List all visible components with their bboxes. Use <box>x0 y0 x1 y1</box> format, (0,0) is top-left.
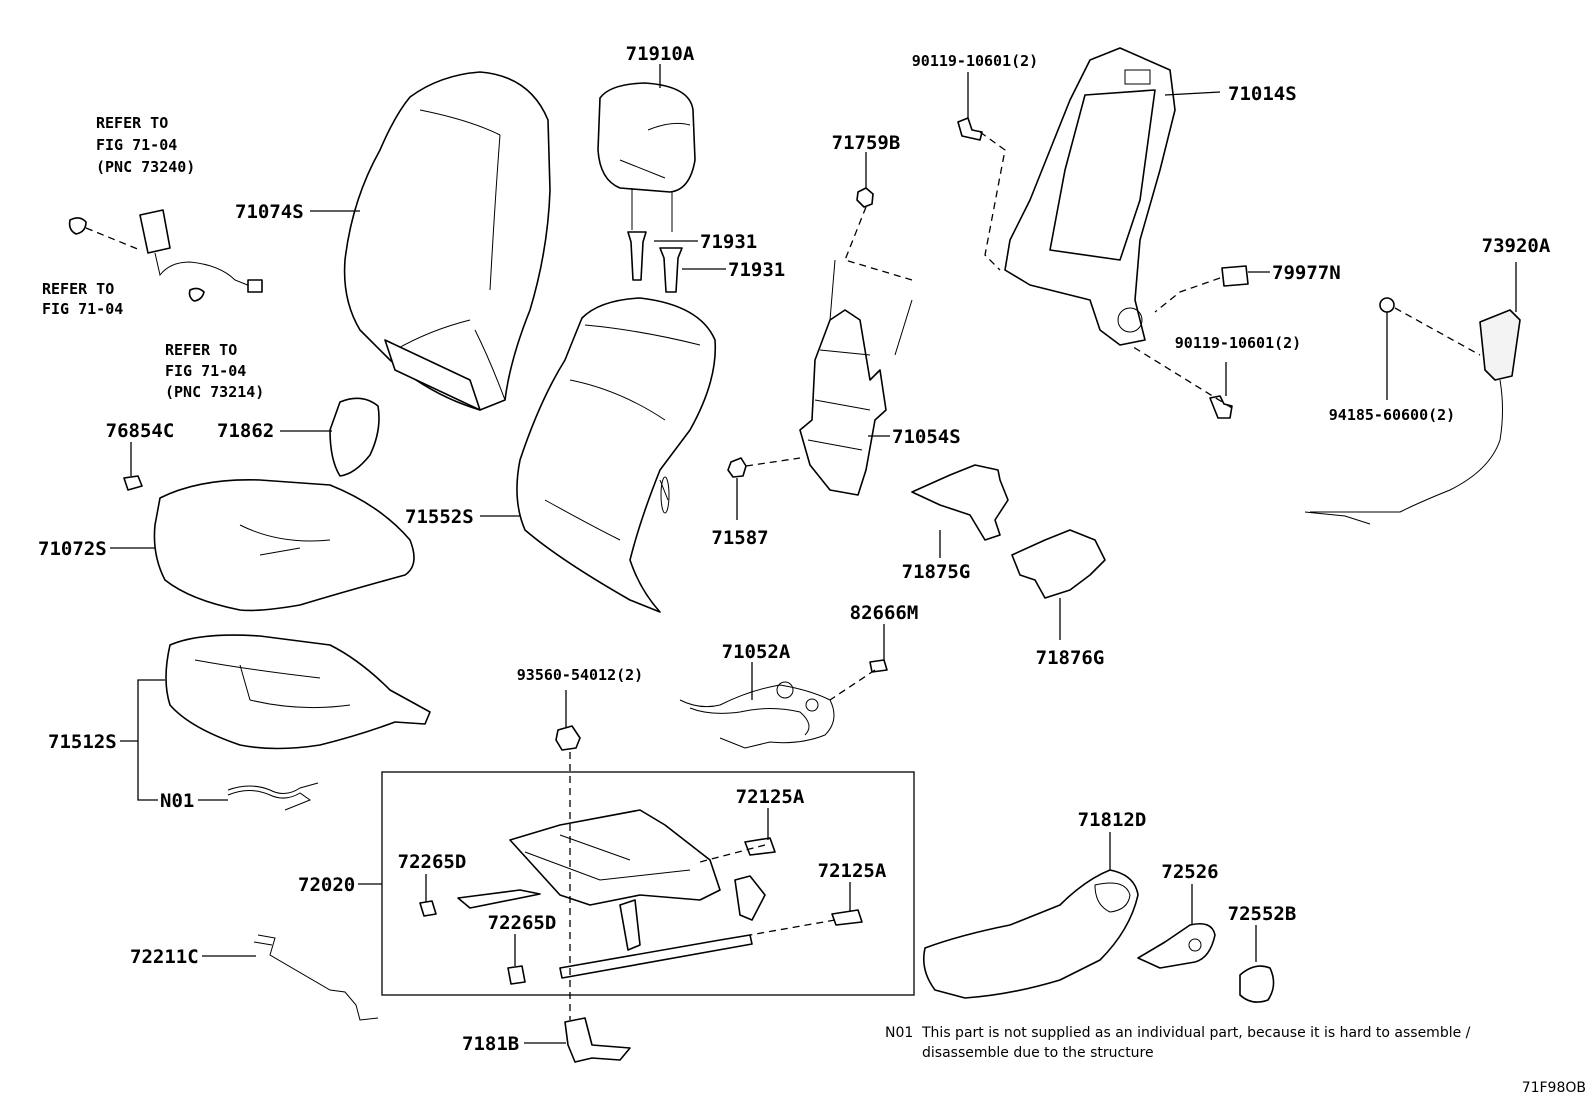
label-90119-mid: 90119-10601(2) <box>1175 334 1301 352</box>
shield-71875g <box>911 464 1009 541</box>
clip-82666m <box>869 659 888 673</box>
label-72552b: 72552B <box>1228 903 1297 925</box>
part-labels: 71910A 90119-10601(2) 71014S 71074S 7175… <box>38 43 1551 1055</box>
label-93560: 93560-54012(2) <box>517 666 643 684</box>
label-71759b: 71759B <box>832 132 901 154</box>
label-71552s: 71552S <box>405 506 474 528</box>
label-90119-top: 90119-10601(2) <box>912 52 1038 70</box>
ref-bottom-line2: FIG 71-04 <box>165 362 246 380</box>
ref-bottom-line1: REFER TO <box>165 341 237 359</box>
label-71512s: 71512S <box>48 731 117 753</box>
clip-72265d-a <box>419 900 437 917</box>
label-71875g: 71875G <box>902 561 971 583</box>
nut-94185 <box>1379 297 1395 313</box>
clip-76854c <box>123 475 143 491</box>
cap-72552b <box>1239 965 1275 1003</box>
label-71862: 71862 <box>217 420 274 442</box>
label-71054s: 71054S <box>892 426 961 448</box>
label-72125a-a: 72125A <box>736 786 805 808</box>
label-72526: 72526 <box>1161 861 1218 883</box>
figure-code: 71F98OB <box>1522 1080 1586 1096</box>
cushion-pad-71512s <box>165 634 431 750</box>
footnote-code: N01 <box>885 1025 913 1041</box>
ref-top-line2: FIG 71-04 <box>96 136 177 154</box>
dashed-assembly-lines <box>85 131 1481 1020</box>
wire-n01 <box>227 782 319 811</box>
label-71931-b: 71931 <box>728 259 785 281</box>
headrest-guide-71931-a <box>627 231 647 281</box>
ref-left-line2: FIG 71-04 <box>42 300 123 318</box>
footnote: N01 This part is not supplied as an indi… <box>885 1025 1471 1061</box>
label-73920a: 73920A <box>1482 235 1551 257</box>
cushion-cover-71072s <box>153 479 415 612</box>
label-71910a: 71910A <box>626 43 695 65</box>
ref-top-line3: (PNC 73240) <box>96 158 195 176</box>
label-72265d-b: 72265D <box>488 912 557 934</box>
ref-left-line1: REFER TO <box>42 280 114 298</box>
label-94185: 94185-60600(2) <box>1329 406 1455 424</box>
label-82666m: 82666M <box>850 602 919 624</box>
headrest-71910a <box>597 82 696 232</box>
label-n01: N01 <box>160 790 194 812</box>
screw-93560 <box>555 725 581 751</box>
bolt-90119-top <box>957 117 983 141</box>
clip-71759b <box>856 187 874 208</box>
seatbelt-buckle-ref <box>68 209 263 302</box>
side-shield-71812d <box>922 869 1139 999</box>
shield-71876g <box>1011 529 1106 599</box>
wire-rod-72211c <box>253 934 379 1021</box>
refer-to-notes: REFER TO FIG 71-04 (PNC 73240) REFER TO … <box>42 114 264 401</box>
label-72125a-b: 72125A <box>818 860 887 882</box>
clip-71587 <box>727 457 747 478</box>
wire-harness-71052a <box>679 681 835 749</box>
label-71587: 71587 <box>711 527 768 549</box>
label-72020: 72020 <box>298 874 355 896</box>
cover-71862 <box>329 397 380 477</box>
label-71812d: 71812D <box>1078 809 1147 831</box>
ref-bottom-line3: (PNC 73214) <box>165 383 264 401</box>
lumbar-frame-71054s <box>799 259 913 496</box>
ref-top-line1: REFER TO <box>96 114 168 132</box>
label-7181b: 7181B <box>462 1033 519 1055</box>
leader-lines <box>110 64 1517 1044</box>
bracket-7181b <box>564 1017 631 1063</box>
label-71072s: 71072S <box>38 538 107 560</box>
footnote-line2: disassemble due to the structure <box>922 1045 1154 1061</box>
bolt-90119-mid <box>1209 395 1233 419</box>
footnote-line1: This part is not supplied as an individu… <box>921 1025 1471 1041</box>
seatback-frame-71014s <box>1004 47 1176 346</box>
label-71052a: 71052A <box>722 641 791 663</box>
knob-72526 <box>1137 922 1216 969</box>
clip-72265d-b <box>507 965 526 985</box>
seatback-cover-71074s <box>343 71 551 411</box>
label-71876g: 71876G <box>1036 647 1105 669</box>
headrest-guide-71931-b <box>659 247 683 293</box>
label-79977n <box>1221 265 1249 287</box>
label-72265d-a: 72265D <box>398 851 467 873</box>
seat-adjuster-72020 <box>457 809 766 979</box>
label-71931-a: 71931 <box>700 231 757 253</box>
label-76854c: 76854C <box>106 420 175 442</box>
label-71014s: 71014S <box>1228 83 1297 105</box>
label-79977n: 79977N <box>1272 262 1341 284</box>
label-72211c: 72211C <box>130 946 199 968</box>
label-71074s: 71074S <box>235 201 304 223</box>
seatback-pad-71552s <box>516 297 717 613</box>
airbag-module-73920a <box>1304 309 1521 525</box>
clip-72125a-b <box>831 909 863 926</box>
